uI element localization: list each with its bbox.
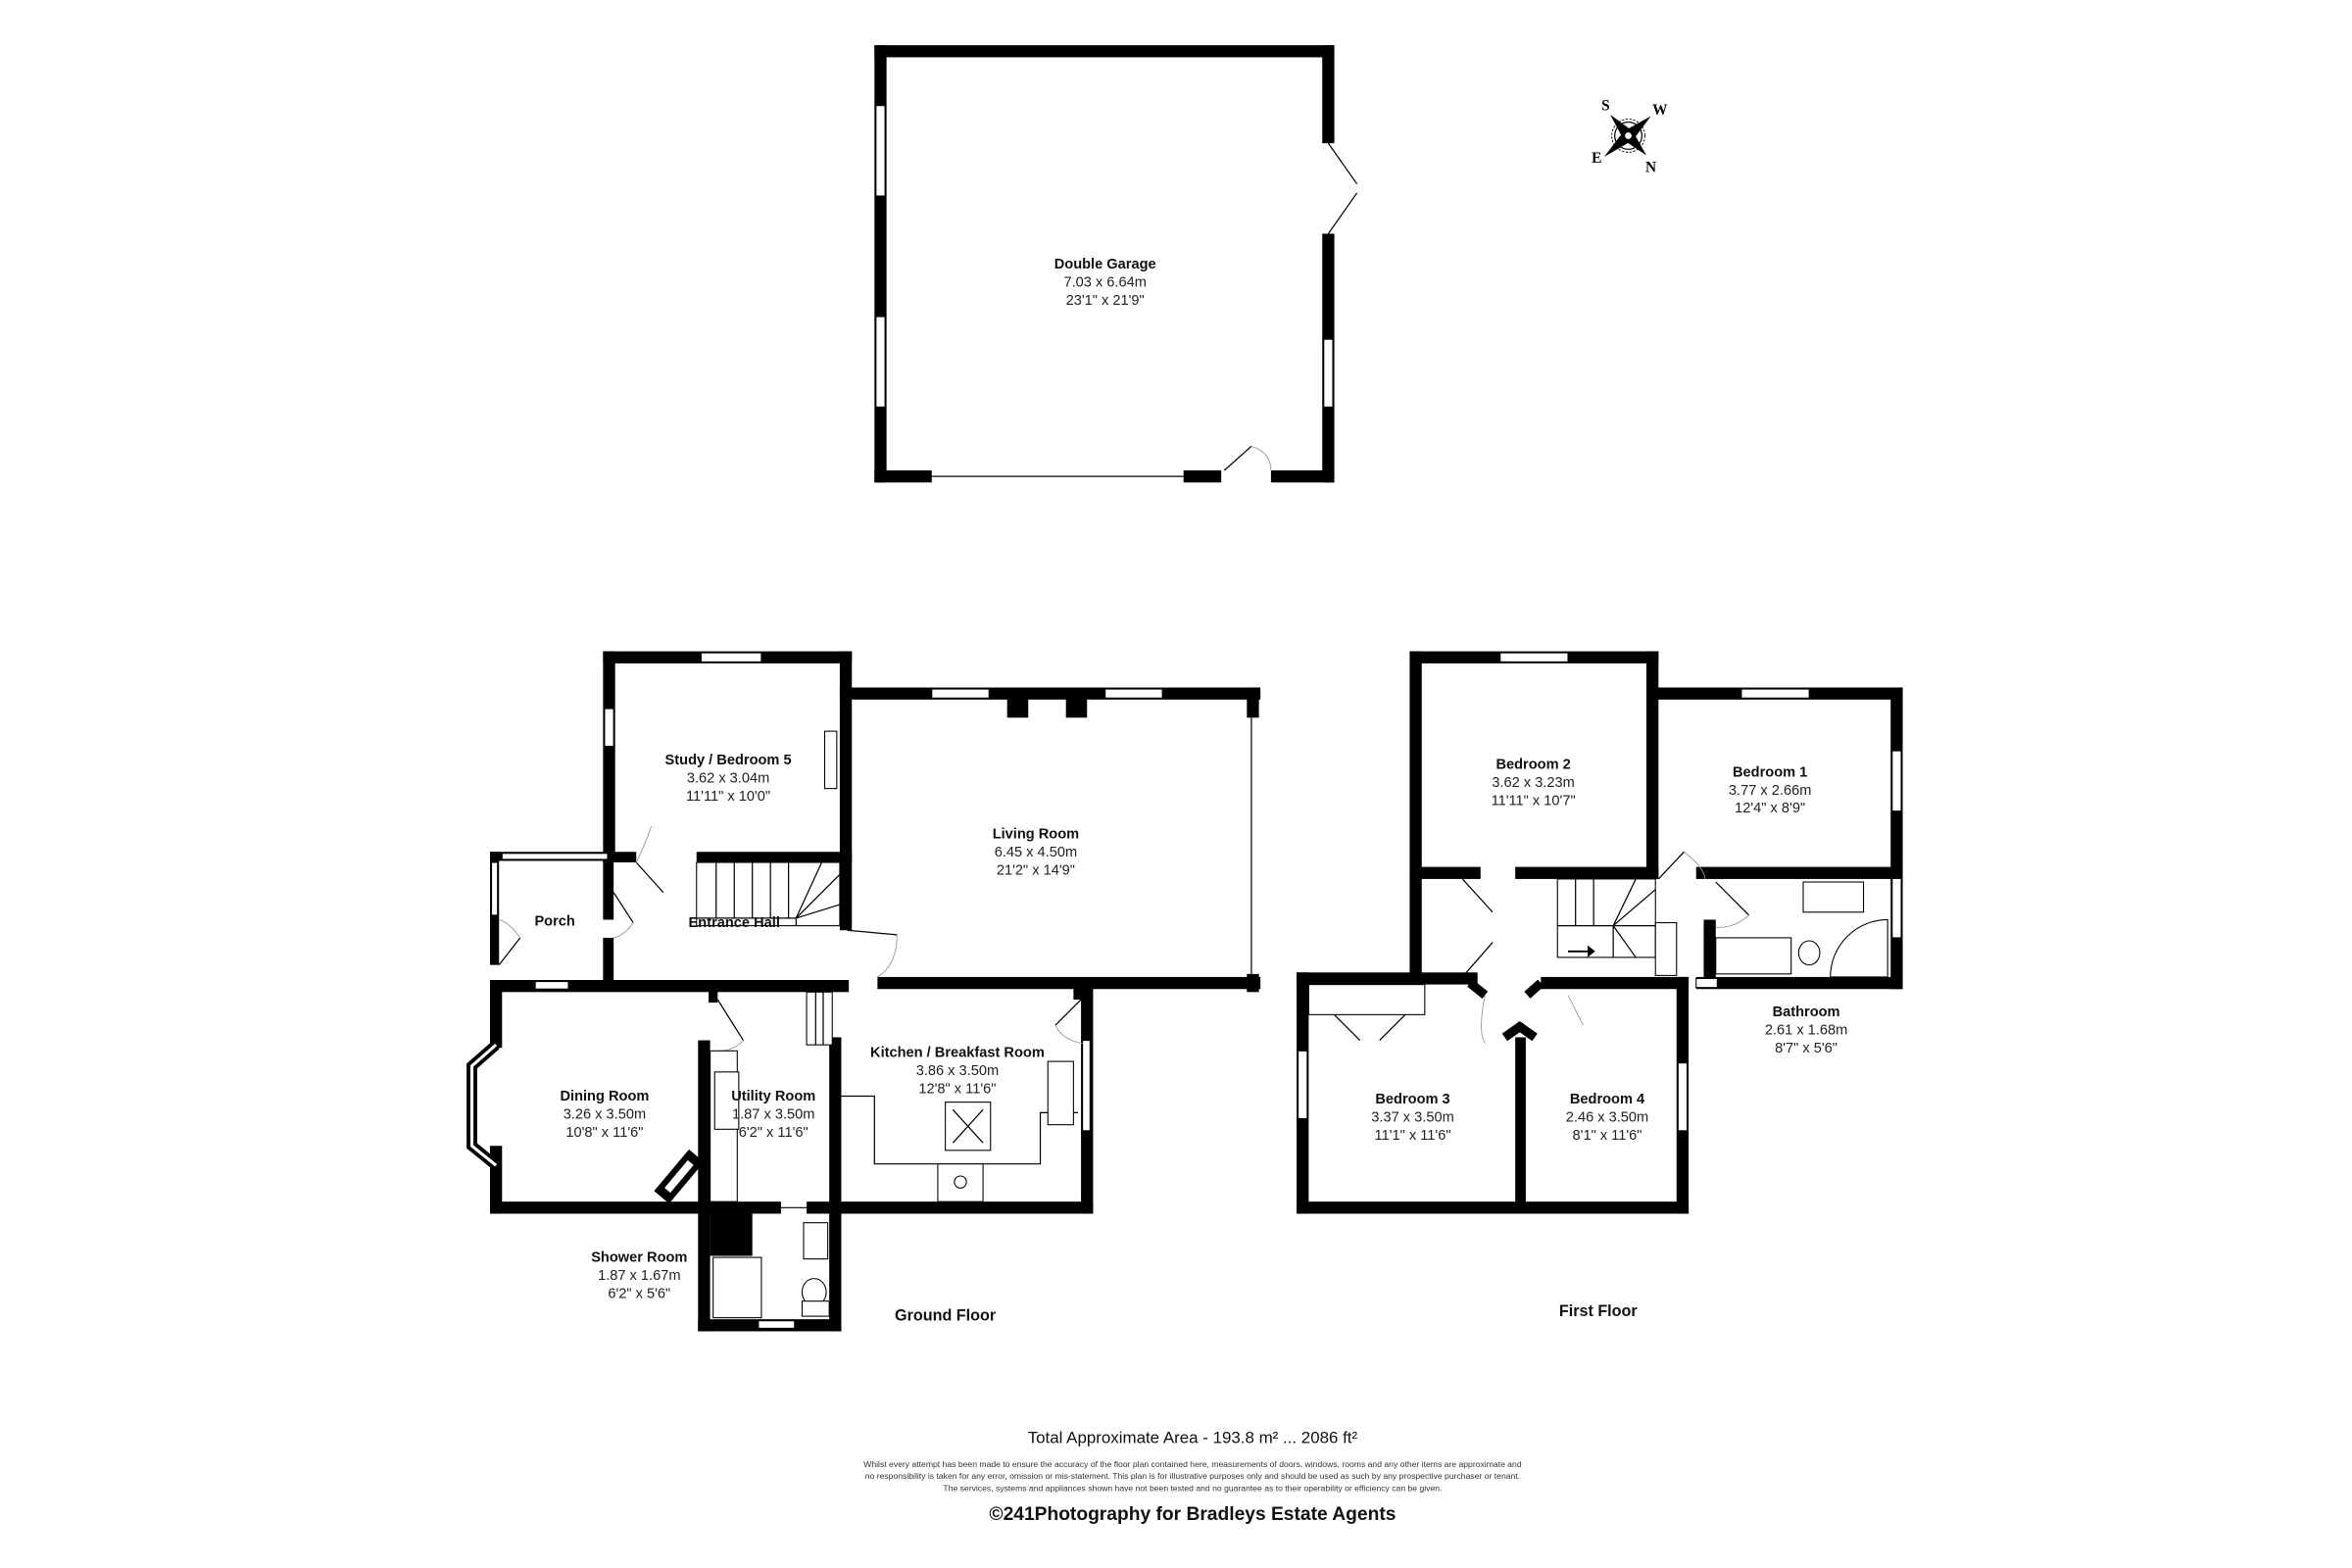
room-metric: 3.62 x 3.23m xyxy=(1492,775,1574,791)
disclaimer-line: The services, systems and appliances sho… xyxy=(943,1484,1442,1494)
room-imperial: 11'11" x 10'0" xyxy=(686,789,770,805)
room-imperial: 8'7" x 5'6" xyxy=(1775,1041,1838,1056)
fireplace-dining xyxy=(654,1149,705,1204)
total-area: Total Approximate Area - 193.8 m² ... 20… xyxy=(1028,1428,1358,1446)
first-floor-plan xyxy=(1297,651,1903,1214)
room-label: Bedroom 2 xyxy=(1495,758,1570,773)
room-metric: 1.87 x 1.67m xyxy=(598,1268,680,1284)
compass-e: E xyxy=(1592,150,1601,167)
room-imperial: 6'2" x 5'6" xyxy=(608,1287,670,1302)
compass-n: N xyxy=(1645,159,1656,175)
room-label: Kitchen / Breakfast Room xyxy=(870,1045,1045,1060)
disclaimer-line: Whilst every attempt has been made to en… xyxy=(863,1459,1522,1469)
room-label: Bedroom 3 xyxy=(1375,1092,1449,1107)
room-metric: 1.87 x 3.50m xyxy=(732,1107,814,1123)
room-imperial: 6'2" x 11'6" xyxy=(739,1125,808,1141)
room-imperial: 8'1" x 11'6" xyxy=(1573,1128,1642,1144)
room-imperial: 21'2" x 14'9" xyxy=(997,862,1075,878)
floor-title-ground: Ground Floor xyxy=(895,1307,997,1325)
room-metric: 3.86 x 3.50m xyxy=(916,1063,999,1079)
floor-title-first: First Floor xyxy=(1559,1302,1639,1320)
room-metric-garage: 7.03 x 6.64m xyxy=(1063,274,1146,290)
room-imperial: 11'11" x 10'7" xyxy=(1492,794,1576,809)
room-imperial: 10'8" x 11'6" xyxy=(565,1125,643,1141)
room-imperial: 11'1" x 11'6" xyxy=(1375,1128,1451,1144)
room-label: Bathroom xyxy=(1773,1004,1840,1020)
room-imperial: 12'8" x 11'6" xyxy=(918,1081,996,1097)
room-metric: 2.46 x 3.50m xyxy=(1566,1110,1648,1126)
room-label-garage: Double Garage xyxy=(1054,257,1156,272)
room-label: Bedroom 4 xyxy=(1570,1092,1645,1107)
room-label: Porch xyxy=(534,914,574,930)
staircase-first xyxy=(1556,878,1678,976)
room-imperial-garage: 23'1" x 21'9" xyxy=(1066,293,1145,309)
compass-s: S xyxy=(1601,97,1610,114)
compass-rose-icon: S W E N xyxy=(1592,97,1668,175)
staircase-ground xyxy=(696,861,841,927)
compass-w: W xyxy=(1652,102,1668,119)
room-label: Shower Room xyxy=(591,1250,687,1266)
room-label: Utility Room xyxy=(731,1089,815,1104)
room-imperial: 12'4" x 8'9" xyxy=(1735,801,1805,816)
room-label: Study / Bedroom 5 xyxy=(665,753,792,768)
credit: ©241Photography for Bradleys Estate Agen… xyxy=(989,1504,1396,1525)
room-metric: 2.61 x 1.68m xyxy=(1765,1022,1847,1038)
disclaimer-line: no responsibility is taken for any error… xyxy=(865,1471,1520,1481)
room-metric: 3.77 x 2.66m xyxy=(1729,783,1811,799)
room-metric: 3.26 x 3.50m xyxy=(564,1107,646,1123)
room-label: Living Room xyxy=(993,826,1079,842)
garage-plan xyxy=(874,45,1358,483)
room-metric: 3.62 x 3.04m xyxy=(687,770,769,786)
room-label: Entrance Hall xyxy=(689,915,780,931)
room-label: Dining Room xyxy=(560,1089,649,1104)
room-label: Bedroom 1 xyxy=(1733,764,1807,780)
room-metric: 3.37 x 3.50m xyxy=(1371,1110,1453,1126)
room-metric: 6.45 x 4.50m xyxy=(995,845,1077,860)
ground-floor-plan xyxy=(466,651,1261,1332)
